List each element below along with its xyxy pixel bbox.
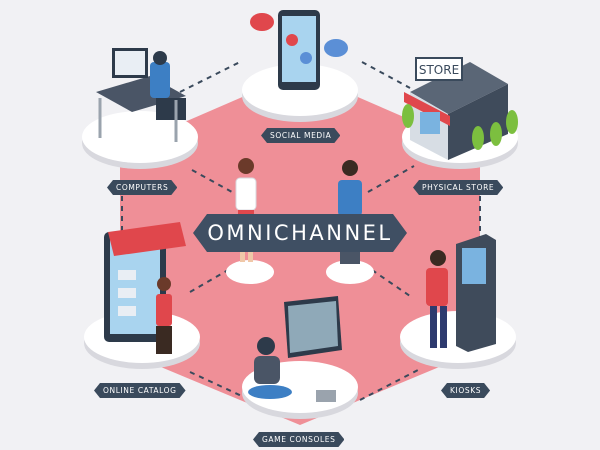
tree-icon [402, 104, 518, 150]
dashed-connectors [121, 61, 481, 401]
tablet-shop-icon [104, 222, 186, 342]
laptop-icon [96, 48, 186, 142]
label-online-catalog: ONLINE CATALOG [94, 383, 186, 398]
shopper-figure [156, 277, 172, 354]
label-game-consoles: GAME CONSOLES [253, 432, 344, 447]
label-social-media: SOCIAL MEDIA [261, 128, 340, 143]
game-console-icon [284, 296, 342, 402]
store-building-icon: STORE [404, 57, 508, 160]
omnichannel-banner: OMNICHANNEL [193, 214, 407, 252]
chat-bubble-icon [250, 13, 348, 57]
gamer-figure [248, 337, 292, 399]
svg-text:STORE: STORE [419, 63, 459, 77]
kiosk-terminal-icon [456, 234, 496, 352]
label-physical-store: PHYSICAL STORE [413, 180, 503, 195]
label-kiosks: KIOSKS [441, 383, 490, 398]
label-computers: COMPUTERS [107, 180, 177, 195]
smartphone-icon [278, 10, 320, 90]
kiosk-user-figure [426, 250, 448, 348]
